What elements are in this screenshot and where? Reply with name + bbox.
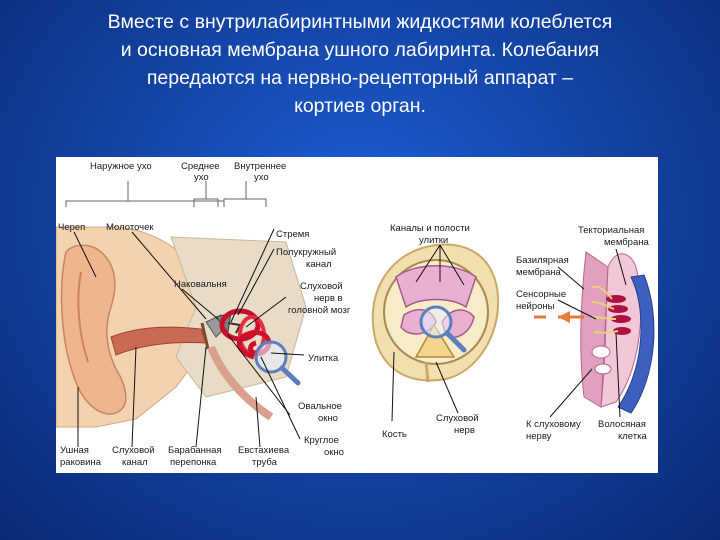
section-leaders	[391, 244, 465, 422]
organ-of-corti	[534, 251, 655, 414]
nerve-label-line: Слуховой	[300, 281, 343, 292]
hair-cell-label-line: клетка	[618, 431, 647, 442]
oval-window-label-line: Овальное	[298, 401, 342, 412]
to-nerve-label-line: нерву	[526, 431, 552, 442]
leader-lines	[73, 228, 305, 448]
nerve-label-line: головной мозг	[288, 305, 351, 316]
title-line: и основная мембрана ушного лабиринта. Ко…	[120, 39, 600, 61]
title-line: передаются на нервно-рецепторный аппарат…	[146, 67, 574, 89]
middle-ear-label-line: Среднее	[181, 161, 220, 172]
sensory-label-line: нейроны	[516, 301, 555, 312]
organ-leaders	[549, 248, 627, 418]
section-nerve-label-line: Слуховой	[436, 413, 479, 424]
to-nerve-label-line: К слуховому	[526, 419, 581, 430]
round-window-label-line: Круглое	[304, 435, 339, 446]
channels-label-line: Каналы и полости	[390, 223, 470, 234]
basilar-label-line: Базилярная	[516, 255, 569, 266]
auricle-label-line: Ушная	[60, 445, 89, 456]
tectorial-label-line: мембрана	[604, 237, 649, 248]
anatomy-illustration: Наружное ухо Среднее ухо Внутреннее ухо …	[56, 157, 658, 473]
cochlea-section	[371, 243, 500, 383]
section-labels: Каналы и полости улитки Кость Слуховой н…	[382, 223, 479, 440]
inner-ear-label-line: Внутреннее	[234, 161, 286, 172]
title-line: Вместе с внутрилабиринтными жидкостями к…	[107, 11, 613, 33]
canal-label-line: Полукружный	[276, 247, 336, 258]
incus-label: Наковальня	[174, 279, 227, 290]
section-nerve-label-line: нерв	[454, 425, 475, 436]
ear-labels: Наружное ухо Среднее ухо Внутреннее ухо …	[58, 161, 351, 468]
ear-diagram-svg: Наружное ухо Среднее ухо Внутреннее ухо …	[56, 161, 655, 468]
inner-ear-label-line: ухо	[254, 172, 269, 183]
auditory-canal-label-line: Слуховой	[112, 445, 155, 456]
middle-ear-label-line: ухо	[194, 172, 209, 183]
auricle-label-line: раковина	[60, 457, 102, 468]
eustachian-label-line: труба	[252, 457, 278, 468]
organ-labels: Текториальная мембрана Базилярная мембра…	[516, 225, 649, 442]
skull-label: Череп	[58, 222, 85, 233]
channels-label-line: улитки	[419, 235, 448, 246]
eardrum-label-line: перепонка	[170, 457, 217, 468]
auditory-canal-label-line: канал	[122, 457, 148, 468]
oval-window-label-line: окно	[318, 413, 338, 424]
stapes-label: Стремя	[276, 229, 309, 240]
slide-title: Вместе с внутрилабиринтными жидкостями к…	[20, 8, 700, 120]
eardrum-label-line: Барабанная	[168, 445, 222, 456]
outer-ear-label: Наружное ухо	[90, 161, 152, 172]
title-line: кортиев орган.	[294, 95, 426, 117]
eustachian-label-line: Евстахиева	[238, 445, 290, 456]
hair-cell-label-line: Волосяная	[598, 419, 646, 430]
basilar-label-line: мембрана	[516, 267, 561, 278]
malleus-label: Молоточек	[106, 222, 154, 233]
section-brackets	[65, 181, 267, 207]
canal-label-line: канал	[306, 259, 332, 270]
nerve-label-line: нерв в	[314, 293, 343, 304]
bone-label: Кость	[382, 429, 407, 440]
ear-cross-section	[56, 226, 307, 428]
round-window-label-line: окно	[324, 447, 344, 458]
tectorial-label-line: Текториальная	[578, 225, 644, 236]
cochlea-label: Улитка	[308, 353, 339, 364]
sensory-label-line: Сенсорные	[516, 289, 566, 300]
